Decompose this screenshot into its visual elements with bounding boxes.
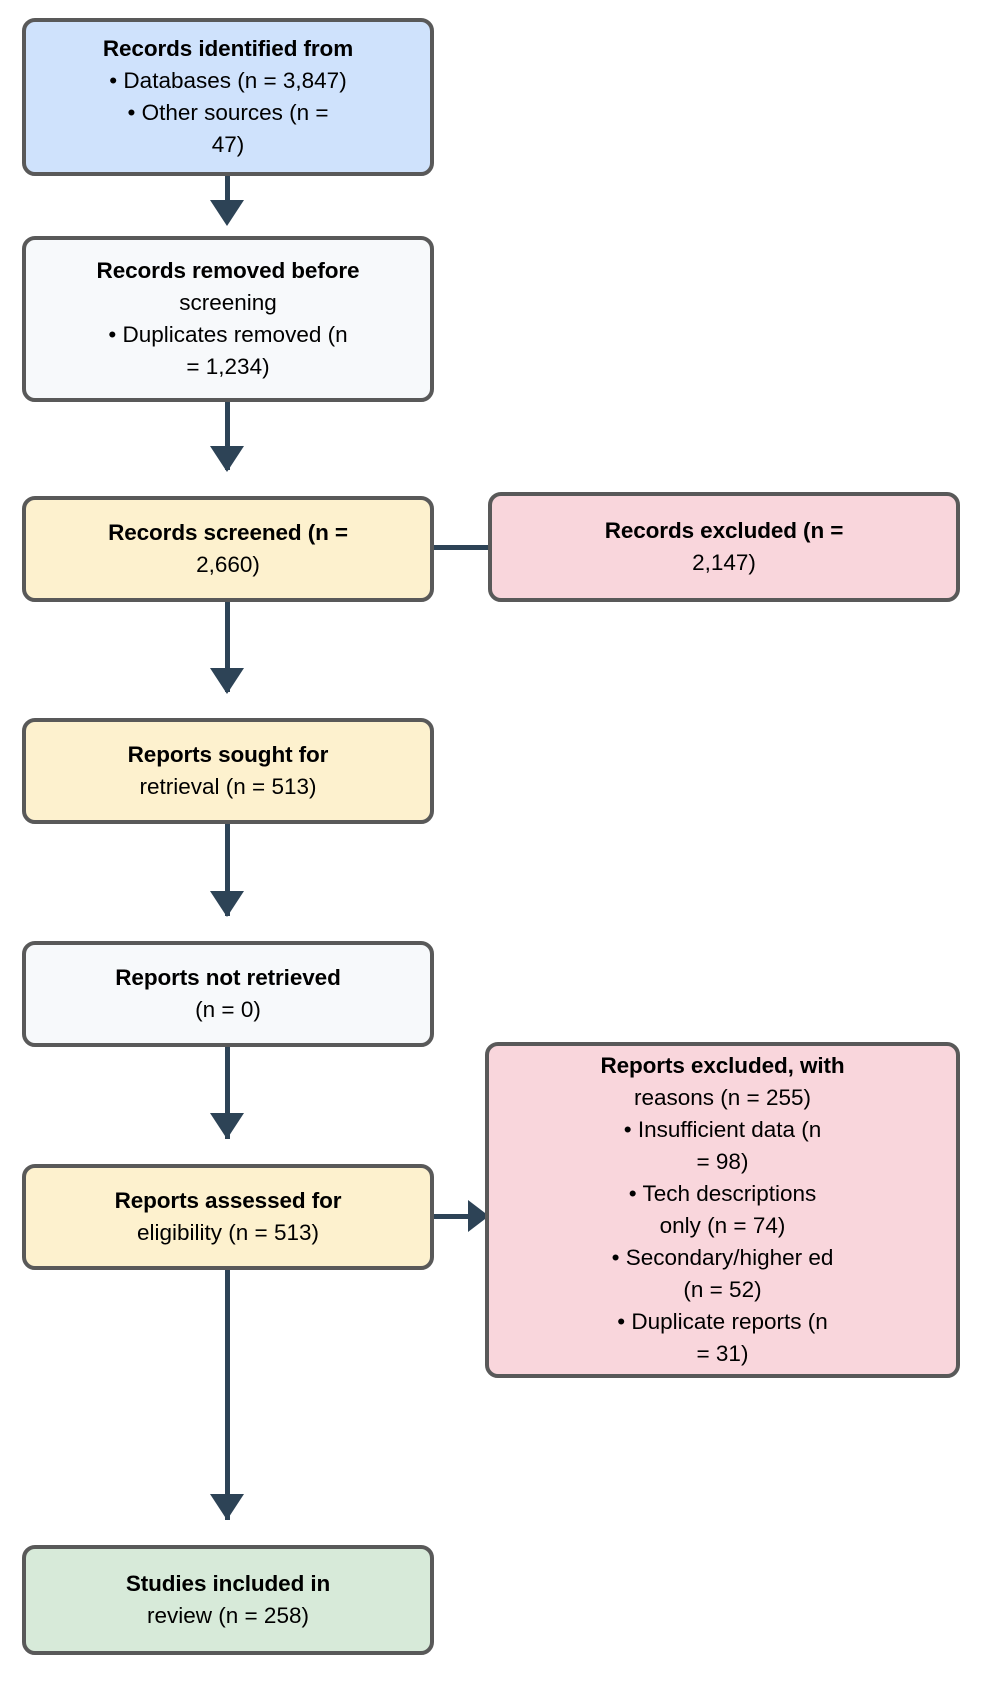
node-line: review (n = 258) [147, 1603, 309, 1628]
node-title: Reports not retrieved [115, 965, 341, 990]
node-title: Reports sought for [127, 742, 329, 767]
node-line: 47) [211, 132, 245, 157]
connector-line-sought-to-not-retrieved [225, 824, 230, 916]
node-line: = 31) [696, 1341, 749, 1366]
node-line: (n = 52) [683, 1277, 762, 1302]
node-line: = 98) [696, 1149, 749, 1174]
node-line: only (n = 74) [659, 1213, 786, 1238]
node-line: retrieval (n = 513) [139, 774, 317, 799]
node-line: • Secondary/higher ed [611, 1245, 834, 1270]
node-title: Records excluded (n = [604, 518, 844, 543]
node-records-identified: Records identified from • Databases (n =… [22, 18, 434, 176]
node-title: Reports assessed for [114, 1188, 342, 1213]
node-title: Records removed before [96, 258, 360, 283]
connector-line-not-retrieved-to-assessed [225, 1047, 230, 1139]
node-line: • Insufficient data (n [623, 1117, 822, 1142]
arrowhead-down-icon [210, 1494, 244, 1520]
node-reports-excluded-with-reasons: Reports excluded, with reasons (n = 255)… [485, 1042, 960, 1378]
node-line: = 1,234) [186, 354, 270, 379]
node-line: • Databases (n = 3,847) [109, 68, 347, 93]
node-reports-sought: Reports sought for retrieval (n = 513) [22, 718, 434, 824]
node-line: 2,660) [196, 552, 260, 577]
node-records-screened: Records screened (n = 2,660) [22, 496, 434, 602]
node-line: • Duplicate reports (n [617, 1309, 828, 1334]
arrowhead-down-icon [210, 446, 244, 472]
arrowhead-down-icon [210, 200, 244, 226]
arrowhead-right-icon [468, 1200, 489, 1232]
node-studies-included: Studies included in review (n = 258) [22, 1545, 434, 1655]
arrowhead-down-icon [210, 891, 244, 917]
node-title: Studies included in [125, 1571, 331, 1596]
node-records-removed: Records removed before screening • Dupli… [22, 236, 434, 402]
node-line: eligibility (n = 513) [137, 1220, 319, 1245]
node-line: reasons (n = 255) [634, 1085, 811, 1110]
node-line: (n = 0) [195, 997, 261, 1022]
node-title: Records identified from [102, 36, 354, 61]
connector-line-removed-to-screened [225, 402, 230, 470]
connector-line-screened-to-sought [225, 602, 230, 692]
arrowhead-down-icon [210, 1113, 244, 1139]
connector-line-identified-to-removed [225, 176, 230, 212]
node-reports-assessed: Reports assessed for eligibility (n = 51… [22, 1164, 434, 1270]
node-line: 2,147) [692, 550, 756, 575]
node-line: • Other sources (n = [127, 100, 329, 125]
node-line: • Tech descriptions [628, 1181, 817, 1206]
arrowhead-down-icon [210, 668, 244, 694]
node-title: Reports excluded, with [600, 1053, 845, 1078]
connector-line-assessed-to-included [225, 1270, 230, 1520]
node-line: • Duplicates removed (n [108, 322, 348, 347]
node-reports-not-retrieved: Reports not retrieved (n = 0) [22, 941, 434, 1047]
node-title: Records screened (n = [108, 520, 348, 545]
node-line: screening [179, 290, 277, 315]
connector-line-assessed-to-reports-excluded [434, 1214, 470, 1219]
node-records-excluded: Records excluded (n = 2,147) [488, 492, 960, 602]
connector-line-screened-to-records-excluded [434, 545, 490, 550]
